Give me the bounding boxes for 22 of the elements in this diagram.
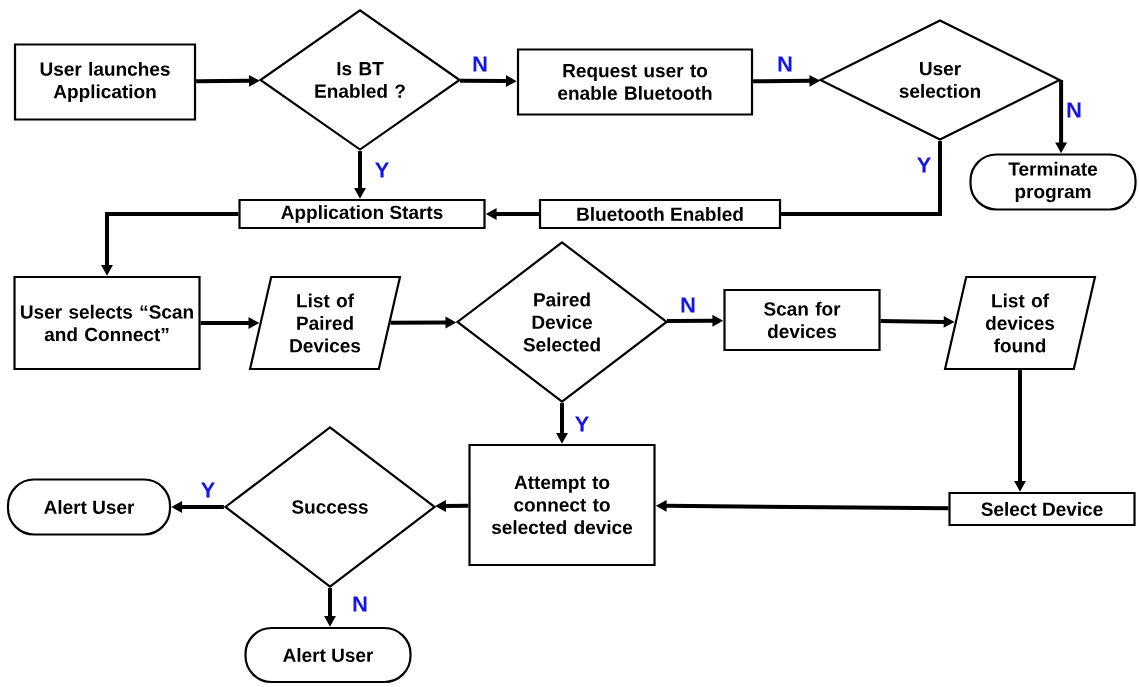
- edge-label: N: [681, 297, 695, 313]
- process-box: Application Starts: [238, 198, 486, 230]
- edge-label: N: [473, 56, 487, 72]
- process-box: Request user to enable Bluetooth: [516, 48, 754, 116]
- process-box: Bluetooth Enabled: [538, 198, 782, 230]
- edge-label: Y: [575, 416, 589, 432]
- edge-label: N: [1067, 102, 1081, 118]
- data-parallelogram: List of devices found: [943, 275, 1097, 371]
- edge-label: Y: [917, 157, 931, 173]
- process-box: Attempt to connect to selected device: [468, 443, 656, 567]
- edge-label: N: [778, 56, 792, 72]
- terminal-box: Alert User: [6, 478, 172, 536]
- terminal-box: Alert User: [244, 626, 412, 684]
- process-box: Select Device: [948, 491, 1136, 527]
- edge-label: Y: [375, 162, 389, 178]
- process-box: User launches Application: [13, 43, 197, 121]
- edge-label: N: [353, 596, 367, 612]
- data-parallelogram: List of Paired Devices: [248, 275, 402, 371]
- process-box: Scan for devices: [723, 288, 881, 352]
- process-box: User selects “Scan and Connect”: [13, 275, 201, 371]
- terminal-box: Terminate program: [969, 153, 1137, 211]
- edge-label: Y: [201, 482, 215, 498]
